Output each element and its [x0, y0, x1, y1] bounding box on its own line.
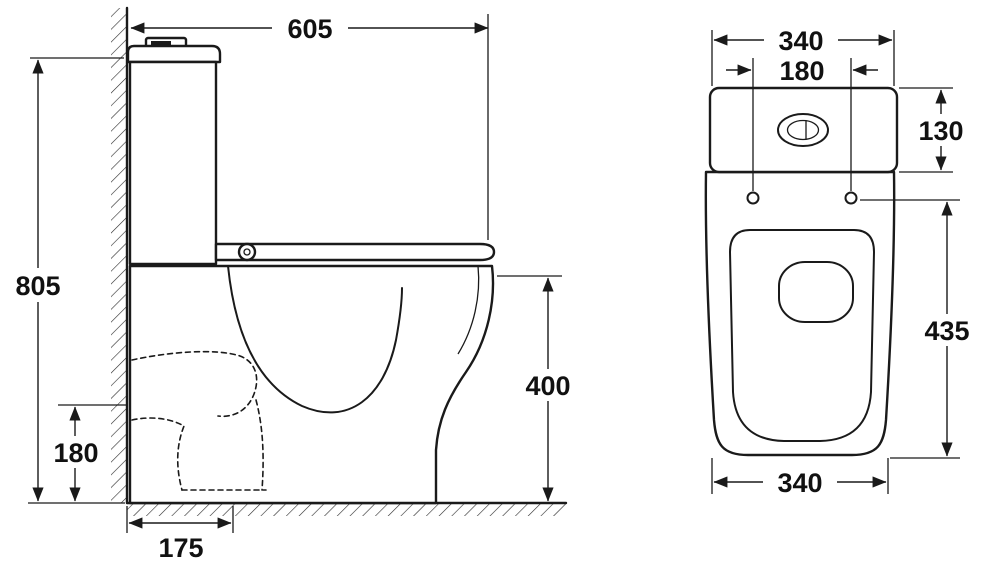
side-overall-height-label: 805 [15, 271, 60, 301]
fixing-hole-right [844, 191, 858, 205]
cistern-front [708, 86, 899, 174]
dim-front-base-width: 340 [711, 458, 889, 498]
dim-side-bowl-height: 400 [497, 275, 584, 502]
seat-hinge-pin [243, 248, 251, 256]
dim-side-overall-height: 805 [3, 57, 125, 504]
wall-hatch [111, 8, 127, 503]
flush-button-slot [151, 41, 171, 45]
dim-front-top-width: 340 [711, 24, 895, 86]
front-view: 340 180 130 435 [704, 24, 983, 498]
dim-side-outlet-distance: 175 [126, 506, 234, 563]
dim-side-overall-width: 605 [130, 12, 489, 240]
seat-front [729, 229, 875, 442]
cistern-lid-side [126, 44, 222, 64]
side-trap-height-label: 180 [53, 438, 98, 468]
side-outlet-distance-label: 175 [158, 533, 203, 563]
hidden-trap-lines [131, 350, 267, 491]
fixing-hole-left [746, 191, 760, 205]
pan-front [704, 170, 896, 457]
dim-front-fixing-spacing: 180 [726, 56, 878, 191]
side-overall-width-label: 605 [287, 14, 332, 44]
front-cistern-height-label: 130 [918, 116, 963, 146]
dim-front-body-height: 435 [860, 199, 983, 459]
floor-hatch [127, 503, 566, 516]
seat-opening [778, 261, 854, 323]
front-base-width-label: 340 [777, 468, 822, 498]
cistern-side [128, 60, 218, 266]
bowl-rim-inner-line [457, 265, 480, 355]
dim-front-cistern-height: 130 [899, 87, 976, 173]
dim-side-trap-height: 180 [42, 404, 126, 502]
front-fixing-spacing-label: 180 [779, 56, 824, 86]
side-bowl-height-label: 400 [525, 371, 570, 401]
pan-side [128, 264, 495, 505]
seat-side [214, 242, 496, 262]
flush-button-inner [786, 119, 820, 141]
bowl-interior [227, 265, 403, 414]
front-top-width-label: 340 [778, 26, 823, 56]
side-view: 605 805 180 400 175 [3, 6, 584, 563]
flush-button-front [777, 113, 829, 147]
seat-hinge [237, 242, 257, 262]
front-body-height-label: 435 [924, 316, 969, 346]
